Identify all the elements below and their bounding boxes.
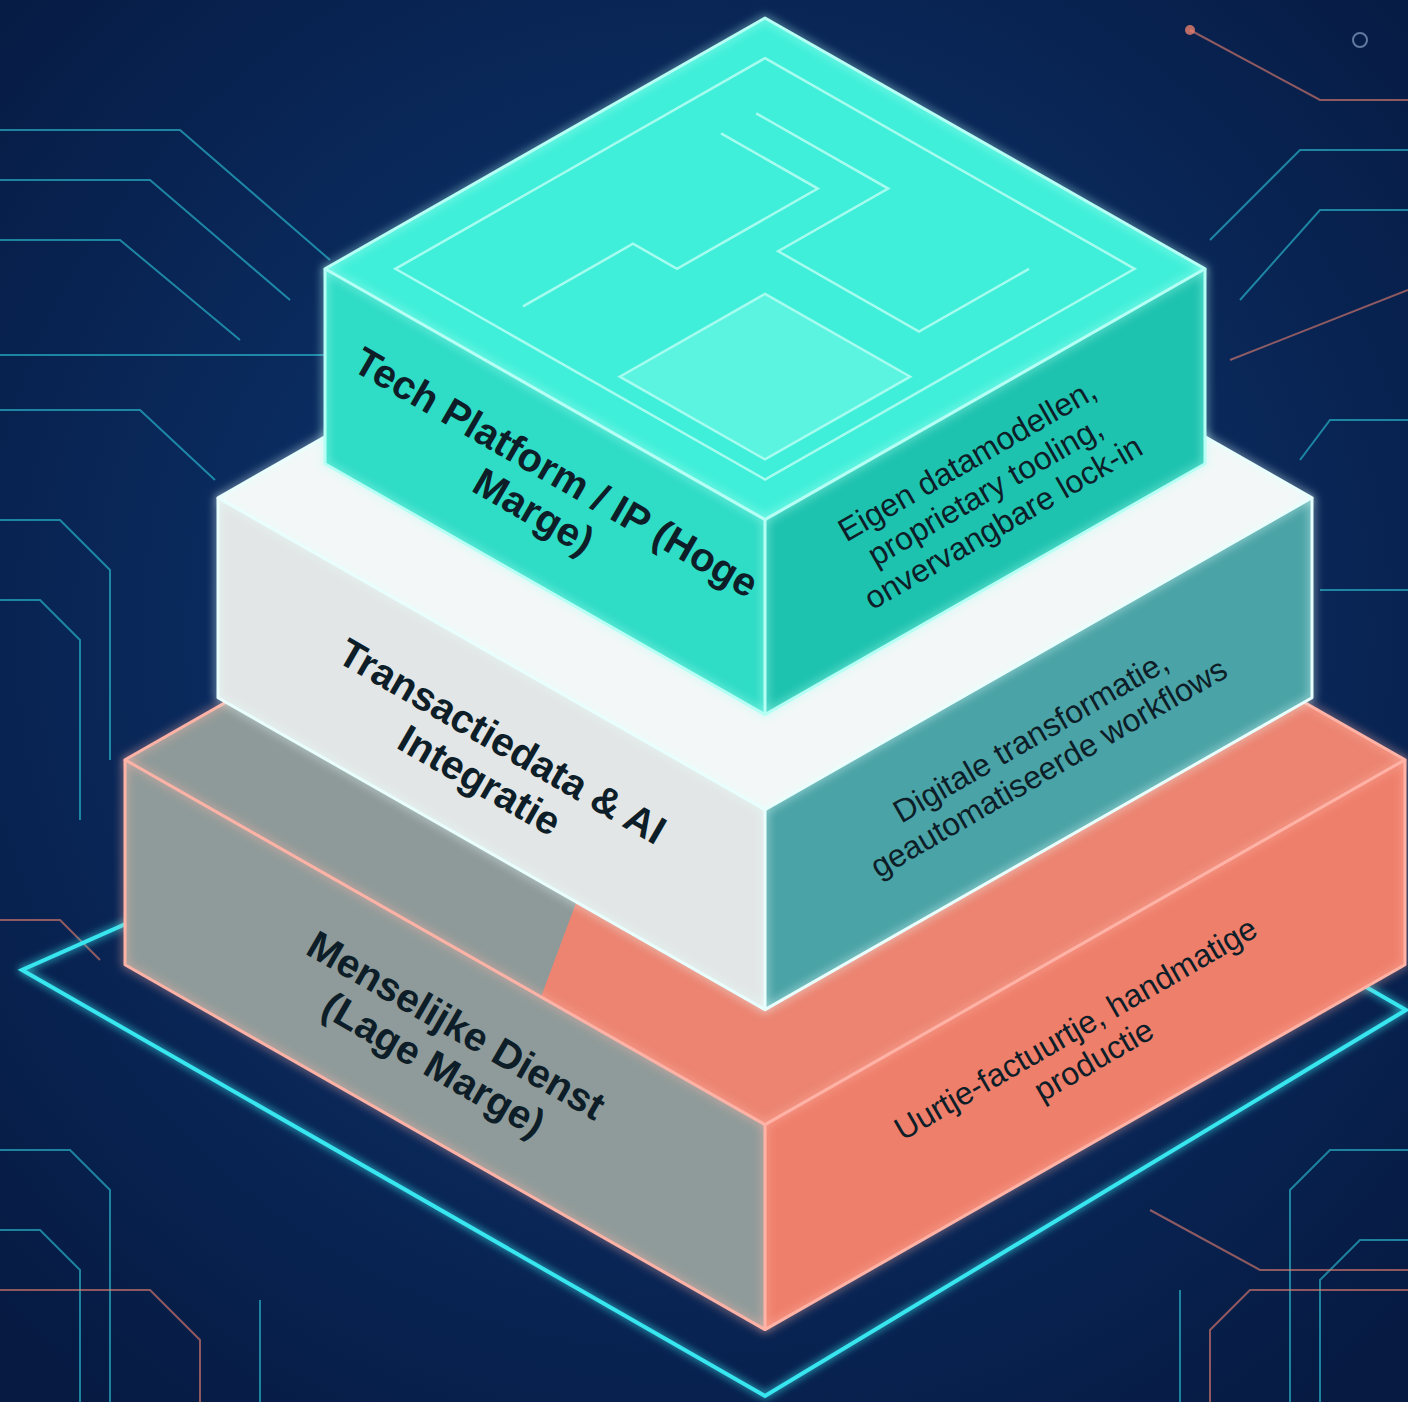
- trace: [1150, 1210, 1408, 1270]
- emblem-trace: [523, 134, 818, 307]
- layer-edges: [125, 395, 1405, 1330]
- trace: [1179, 1290, 1181, 1402]
- layer-outline: [311, 4, 1219, 729]
- trace-pad: [1353, 33, 1367, 47]
- emblem-square: [620, 294, 910, 460]
- trace: [0, 354, 330, 356]
- trace: [1240, 210, 1408, 300]
- trace: [0, 1230, 80, 1402]
- edge-line: [764, 810, 767, 1010]
- trace: [1190, 30, 1408, 100]
- edge-line: [764, 520, 767, 715]
- top-face-shade: [125, 395, 765, 997]
- trace: [0, 410, 215, 480]
- trace: [1230, 290, 1408, 360]
- trace: [0, 600, 80, 820]
- trace: [0, 1290, 200, 1402]
- trace-pad: [1185, 25, 1195, 35]
- trace: [1210, 1290, 1408, 1402]
- trace: [1320, 589, 1408, 591]
- trace: [0, 240, 240, 340]
- trace: [0, 1150, 110, 1402]
- edge-line: [764, 1125, 767, 1330]
- trace: [259, 1300, 261, 1402]
- trace: [0, 520, 110, 760]
- trace: [1320, 1240, 1408, 1402]
- edge-line: [125, 760, 1405, 1330]
- trace: [1210, 150, 1408, 240]
- trace: [1300, 420, 1408, 460]
- pyramid-layer: Tech Platform / IP (Hoge Marge)Eigen dat…: [311, 4, 1219, 729]
- trace: [1290, 1150, 1408, 1402]
